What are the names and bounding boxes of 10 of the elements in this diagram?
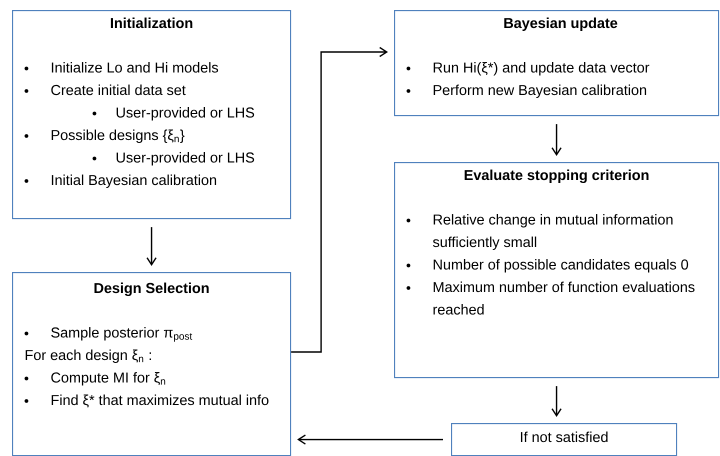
arrow (297, 434, 443, 445)
arrow (146, 227, 157, 266)
process-box: Design Selection Sample posterior π$_{post}$ For each design ξ$_{n}$ : Compute MI for ξ$_{n}$ Find ξ* that maximizes mutual info (12, 272, 292, 456)
arrow (291, 46, 388, 353)
arrow (551, 386, 562, 417)
process-box: If not satisfied (451, 423, 678, 456)
arrow (551, 124, 562, 156)
process-box: Evaluate stopping criterion Relative change in mutual information sufficiently small Number of possible candidates equals 0 Maximum number of function evaluations reached (394, 162, 720, 378)
process-box: Initialization Initialize Lo and Hi models Create initial data set User-provided or LHS Possible designs {ξ$_{n}$} User-provided or LHS Initial Bayesian calibration (12, 10, 292, 220)
process-box: Bayesian update Run Hi(ξ*) and update data vector Perform new Bayesian calibration (394, 10, 720, 116)
